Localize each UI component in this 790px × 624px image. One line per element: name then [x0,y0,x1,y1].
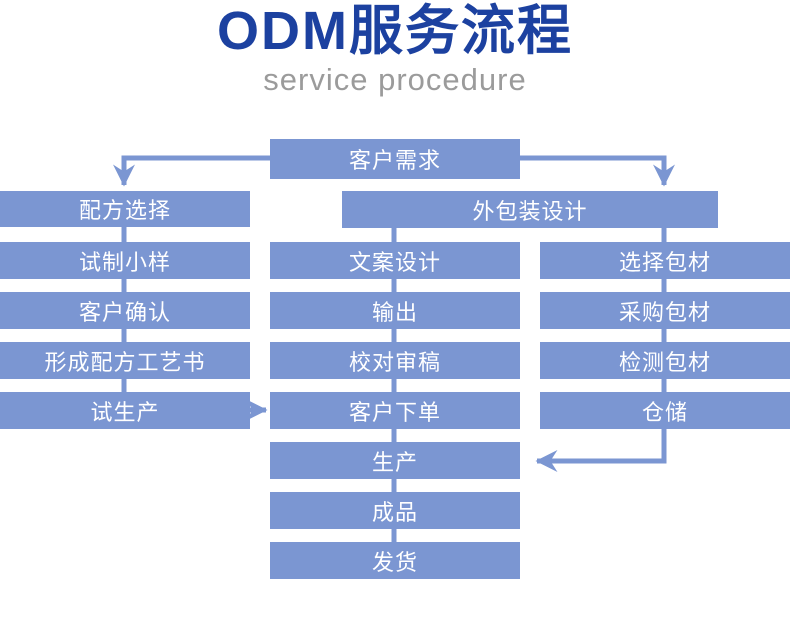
flow-node-proofreading: 校对审稿 [270,342,520,379]
flow-node-test-packaging: 检测包材 [540,342,790,379]
flow-node-customer-demand: 客户需求 [270,139,520,179]
flow-node-formula-process-book: 形成配方工艺书 [0,342,250,379]
flow-node-output: 输出 [270,292,520,329]
flow-node-copy-design: 文案设计 [270,242,520,279]
flow-node-shipping: 发货 [270,542,520,579]
flow-edges [112,155,676,542]
flow-node-production: 生产 [270,442,520,479]
flow-node-select-packaging: 选择包材 [540,242,790,279]
page-title: ODM服务流程 [217,1,573,61]
flow-node-trial-sample: 试制小样 [0,242,250,279]
flow-node-purchase-packaging: 采购包材 [540,292,790,329]
edge-customer-demand-to-packaging-design [520,155,676,187]
edge-customer-demand-to-formula-selection [112,155,270,187]
edge-warehousing-to-production [535,429,667,473]
flow-node-finished-product: 成品 [270,492,520,529]
flow-node-packaging-design: 外包装设计 [342,191,718,228]
flow-node-customer-confirmation: 客户确认 [0,292,250,329]
flow-node-warehousing: 仓储 [540,392,790,429]
flow-node-customer-order: 客户下单 [270,392,520,429]
flow-node-formula-selection: 配方选择 [0,191,250,227]
flow-node-trial-production: 试生产 [0,392,250,429]
page-subtitle: service procedure [263,62,527,97]
